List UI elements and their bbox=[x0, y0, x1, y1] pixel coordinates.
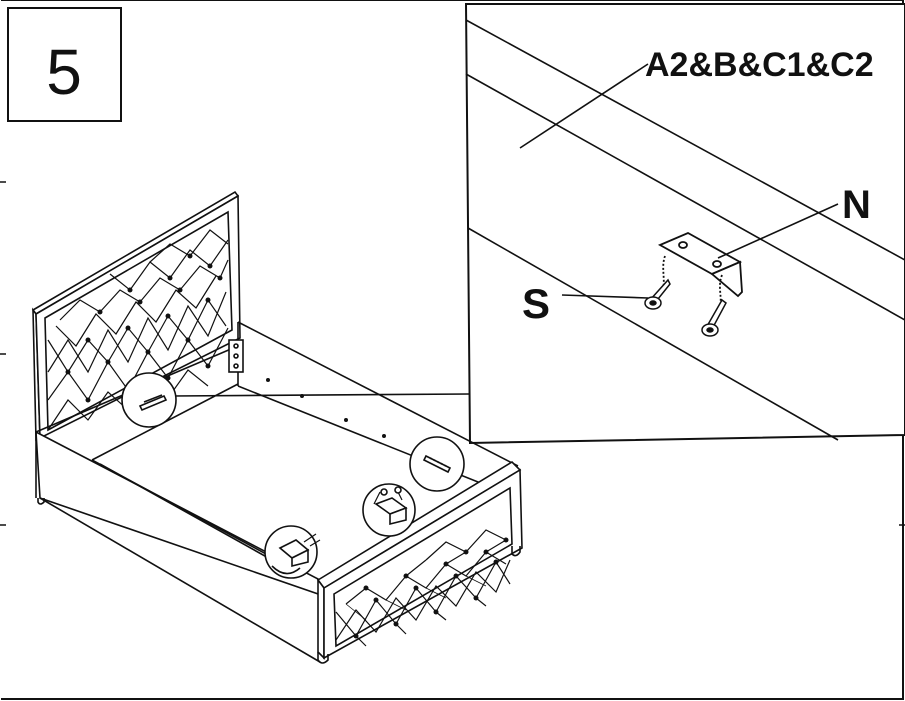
part-label: A2&B&C1&C2 bbox=[645, 46, 874, 84]
callout-circle-1 bbox=[121, 372, 177, 428]
callout-circle-3 bbox=[362, 483, 416, 537]
bracket-n bbox=[657, 231, 743, 315]
footboard bbox=[316, 460, 523, 664]
hinge bbox=[228, 339, 244, 373]
bracket-label: N bbox=[842, 183, 871, 227]
step-number: 5 bbox=[46, 36, 82, 108]
screw-s bbox=[644, 278, 727, 337]
screw-label: S bbox=[522, 280, 550, 327]
rail-holes bbox=[266, 378, 386, 438]
step-number-box: 5 bbox=[7, 7, 122, 122]
bed-illustration bbox=[31, 190, 523, 664]
headboard bbox=[31, 190, 241, 442]
callout-circle-2 bbox=[409, 436, 465, 492]
footboard-tufting bbox=[335, 529, 511, 647]
detail-inset: A2&B&C1&C2 N S bbox=[464, 3, 905, 445]
callout-circle-4 bbox=[264, 525, 321, 579]
bed-base bbox=[35, 321, 519, 663]
callout-leader bbox=[171, 393, 471, 397]
